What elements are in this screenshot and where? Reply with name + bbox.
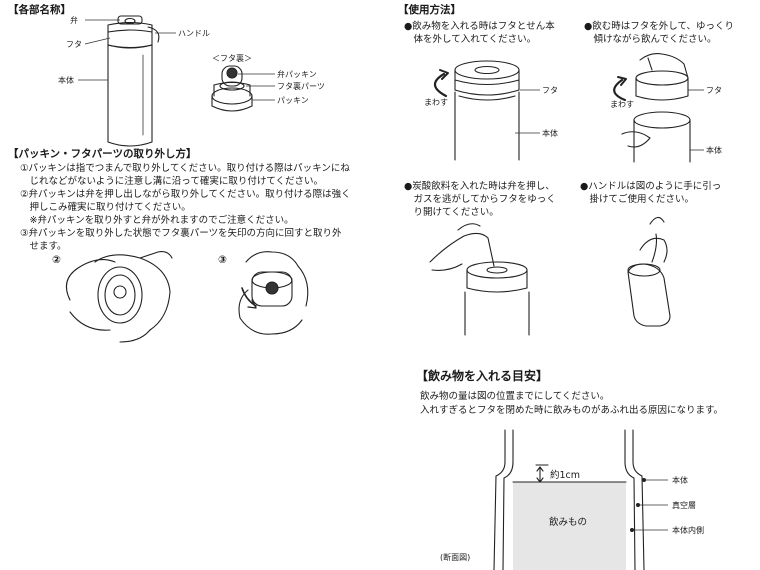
usage2-label-body: 本体: [706, 146, 722, 155]
usage-step1-text: ●飲み物を入れる時はフタとせん本 体を外して入れてください。: [404, 20, 555, 46]
usage-line: 体を外して入れてください。: [404, 34, 537, 45]
usage-line: ガスを逃がしてからフタをゆっく: [404, 194, 556, 205]
label-lid: フタ: [66, 40, 82, 49]
removal-line: じれなどがないように注意し溝に沿って確実に取り付けてください。: [20, 176, 324, 187]
label-valve-packing: 弁パッキン: [277, 70, 317, 79]
usage-step4-illustration: [627, 216, 671, 327]
cross-section-leader-lines: [632, 479, 668, 531]
usage-step2-text: ●飲む時はフタを外して、ゆっくり 傾けながら飲んでください。: [584, 20, 734, 46]
removal-title: 【パッキン・フタパーツの取り外し方】: [8, 148, 197, 160]
drink-label: 飲みもの: [549, 517, 588, 528]
usage1-label-body: 本体: [542, 129, 558, 138]
section-label-body: 本体: [672, 476, 688, 485]
label-body: 本体: [58, 76, 74, 85]
label-lid-back-title: ＜フタ裏＞: [212, 54, 252, 63]
lid-leader-lines: [238, 73, 275, 101]
fill-guide-title: 【飲み物を入れる目安】: [416, 369, 549, 383]
usage-line: 掛けてご使用ください。: [580, 194, 695, 205]
step3-hands-illustration: [238, 251, 309, 335]
usage-title: 【使用方法】: [398, 4, 461, 16]
label-handle: ハンドル: [178, 29, 210, 38]
usage-step4-text: ●ハンドルは図のように手に引っ 掛けてご使用ください。: [580, 180, 721, 206]
parts-leader-lines: [78, 19, 176, 81]
step3-marker: ③: [218, 254, 227, 266]
usage-step2-illustration: [613, 53, 691, 163]
fill-guide-line-1: 飲み物の量は図の位置までにしてください。: [420, 391, 610, 402]
fill-guide-line-2: 入れすぎるとフタを閉めた時に飲みものがあふれ出る原因になります。: [420, 405, 724, 416]
parts-title: 【各部名称】: [8, 4, 71, 16]
removal-line: せます。: [20, 241, 67, 252]
bottle-parts-illustration: [107, 15, 160, 147]
usage-step1-illustration: [433, 60, 520, 161]
usage-step3-illustration: [429, 223, 530, 336]
lid-underside-illustration: [211, 65, 253, 112]
drink-fill-area: [513, 482, 626, 570]
usage-line: ●飲む時はフタを外して、ゆっくり: [584, 21, 735, 32]
rotate-label-2: まわす: [610, 100, 634, 109]
cross-section-diagram: [493, 429, 668, 570]
step2-marker: ②: [52, 254, 61, 266]
label-packing: パッキン: [277, 96, 309, 105]
step2-hands-illustration: [65, 251, 173, 343]
removal-line: ※弁パッキンを取り外すと弁が外れますのでご注意ください。: [20, 215, 294, 226]
removal-line: 押しこみ確実に取り付けてください。: [20, 202, 191, 213]
removal-instructions: ①パッキンは指でつまんで取り外してください。取り付ける際はパッキンにね じれなど…: [20, 162, 351, 253]
label-valve: 弁: [70, 16, 78, 25]
usage-step3-text: ●炭酸飲料を入れた時は弁を押し、 ガスを逃がしてからフタをゆっく り開けてくださ…: [404, 180, 556, 219]
usage-line: 傾けながら飲んでください。: [584, 34, 717, 45]
section-label-vacuum: 真空層: [672, 501, 696, 510]
usage-line: ●ハンドルは図のように手に引っ: [580, 181, 722, 192]
rotate-label-1: まわす: [424, 98, 448, 107]
removal-line: ①パッキンは指でつまんで取り外してください。取り付ける際はパッキンにね: [20, 163, 350, 174]
usage-line: ●炭酸飲料を入れた時は弁を押し、: [404, 181, 555, 192]
section-label-inner: 本体内側: [672, 526, 704, 535]
usage-line: ●飲み物を入れる時はフタとせん本: [404, 21, 555, 32]
label-lid-back-parts: フタ裏パーツ: [277, 82, 325, 91]
usage1-label-lid: フタ: [542, 86, 558, 95]
section-view-label: (断面図): [440, 553, 471, 562]
usage2-label-lid: フタ: [706, 86, 722, 95]
usage2-leader-lines: [688, 89, 704, 151]
removal-line: ③弁パッキンを取り外した状態でフタ裏パーツを矢印の方向に回すと取り外: [20, 228, 342, 239]
usage1-leader-lines: [515, 89, 540, 134]
removal-line: ②弁パッキンは弁を押し出しながら取り外してください。取り付ける際は強く: [20, 189, 351, 200]
approx-1cm-label: 約1cm: [550, 470, 581, 481]
usage-line: り開けてください。: [404, 207, 499, 218]
